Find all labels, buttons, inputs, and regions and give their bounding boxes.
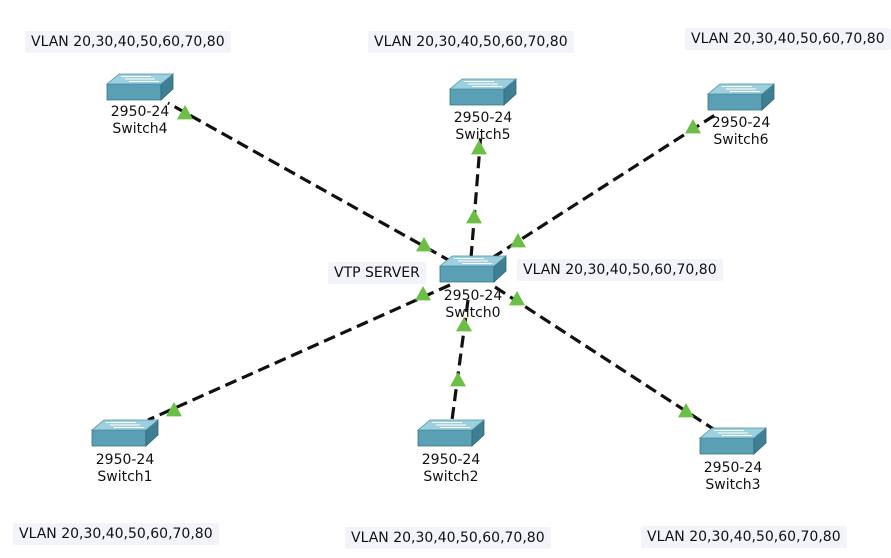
vlan-note-switch1: VLAN 20,30,40,50,60,70,80 xyxy=(13,523,219,545)
device-name-switch2: Switch2 xyxy=(423,469,479,485)
device-model-switch3: 2950-24 xyxy=(703,460,763,476)
vlan-note-switch2: VLAN 20,30,40,50,60,70,80 xyxy=(345,527,551,549)
vlan-note-switch5: VLAN 20,30,40,50,60,70,80 xyxy=(368,31,574,53)
port-indicator-switch0-switch3 xyxy=(509,291,525,306)
ports-layer xyxy=(166,105,701,418)
device-label-switch5: 2950-24 Switch5 xyxy=(454,110,513,144)
link-switch0-switch5[interactable] xyxy=(469,132,483,259)
switch-icon-switch0[interactable] xyxy=(438,255,508,283)
port-indicator-switch0-switch5 xyxy=(466,209,482,224)
device-label-switch2: 2950-24 Switch2 xyxy=(422,452,481,486)
device-model-switch4: 2950-24 xyxy=(110,104,170,120)
switches-layer xyxy=(90,73,776,455)
vlan-note-switch3: VLAN 20,30,40,50,60,70,80 xyxy=(641,526,847,548)
device-name-switch1: Switch1 xyxy=(97,469,153,485)
port-indicator-switch5-switch0 xyxy=(471,140,487,155)
port-indicator-switch0-switch1 xyxy=(415,286,431,301)
device-label-switch0: 2950-24 Switch0 xyxy=(444,288,503,322)
link-switch0-switch4[interactable] xyxy=(167,101,453,264)
vlan-note-switch4: VLAN 20,30,40,50,60,70,80 xyxy=(25,31,231,53)
link-switch0-switch6[interactable] xyxy=(491,113,716,260)
port-indicator-switch2-switch0 xyxy=(450,372,466,387)
device-label-switch3: 2950-24 Switch3 xyxy=(704,460,763,494)
vlan-note-switch0: VLAN 20,30,40,50,60,70,80 xyxy=(517,259,723,281)
switch-icon-switch3[interactable] xyxy=(698,427,768,455)
switch-icon-switch4[interactable] xyxy=(105,73,175,101)
link-switch0-switch3[interactable] xyxy=(494,285,719,434)
device-label-switch6: 2950-24 Switch6 xyxy=(712,115,771,149)
vlan-note-switch6: VLAN 20,30,40,50,60,70,80 xyxy=(685,28,891,50)
link-switch0-switch1[interactable] xyxy=(147,283,451,422)
vtp-server-note: VTP SERVER xyxy=(328,262,426,284)
device-name-switch0: Switch0 xyxy=(445,305,501,321)
device-model-switch5: 2950-24 xyxy=(453,110,513,126)
device-label-switch1: 2950-24 Switch1 xyxy=(96,452,155,486)
port-indicator-switch0-switch2 xyxy=(456,317,472,332)
device-name-switch3: Switch3 xyxy=(705,477,761,493)
device-name-switch6: Switch6 xyxy=(713,132,769,148)
device-name-switch5: Switch5 xyxy=(455,127,511,143)
device-model-switch6: 2950-24 xyxy=(711,115,771,131)
port-indicator-switch1-switch0 xyxy=(166,402,182,417)
switch-icon-switch5[interactable] xyxy=(448,78,518,106)
device-name-switch4: Switch4 xyxy=(112,121,168,137)
port-indicator-switch4-switch0 xyxy=(177,105,193,120)
device-model-switch2: 2950-24 xyxy=(421,452,481,468)
device-model-switch0: 2950-24 xyxy=(443,288,503,304)
port-indicator-switch0-switch6 xyxy=(510,233,526,248)
port-indicator-switch0-switch4 xyxy=(416,237,432,252)
device-model-switch1: 2950-24 xyxy=(95,452,155,468)
port-indicator-switch6-switch0 xyxy=(685,119,701,134)
port-indicator-switch3-switch0 xyxy=(678,403,694,418)
links-layer xyxy=(147,101,719,434)
switch-icon-switch6[interactable] xyxy=(706,83,776,111)
switch-icon-switch2[interactable] xyxy=(416,419,486,447)
topology-canvas xyxy=(90,73,776,455)
switch-icon-switch1[interactable] xyxy=(90,419,160,447)
device-label-switch4: 2950-24 Switch4 xyxy=(111,104,170,138)
